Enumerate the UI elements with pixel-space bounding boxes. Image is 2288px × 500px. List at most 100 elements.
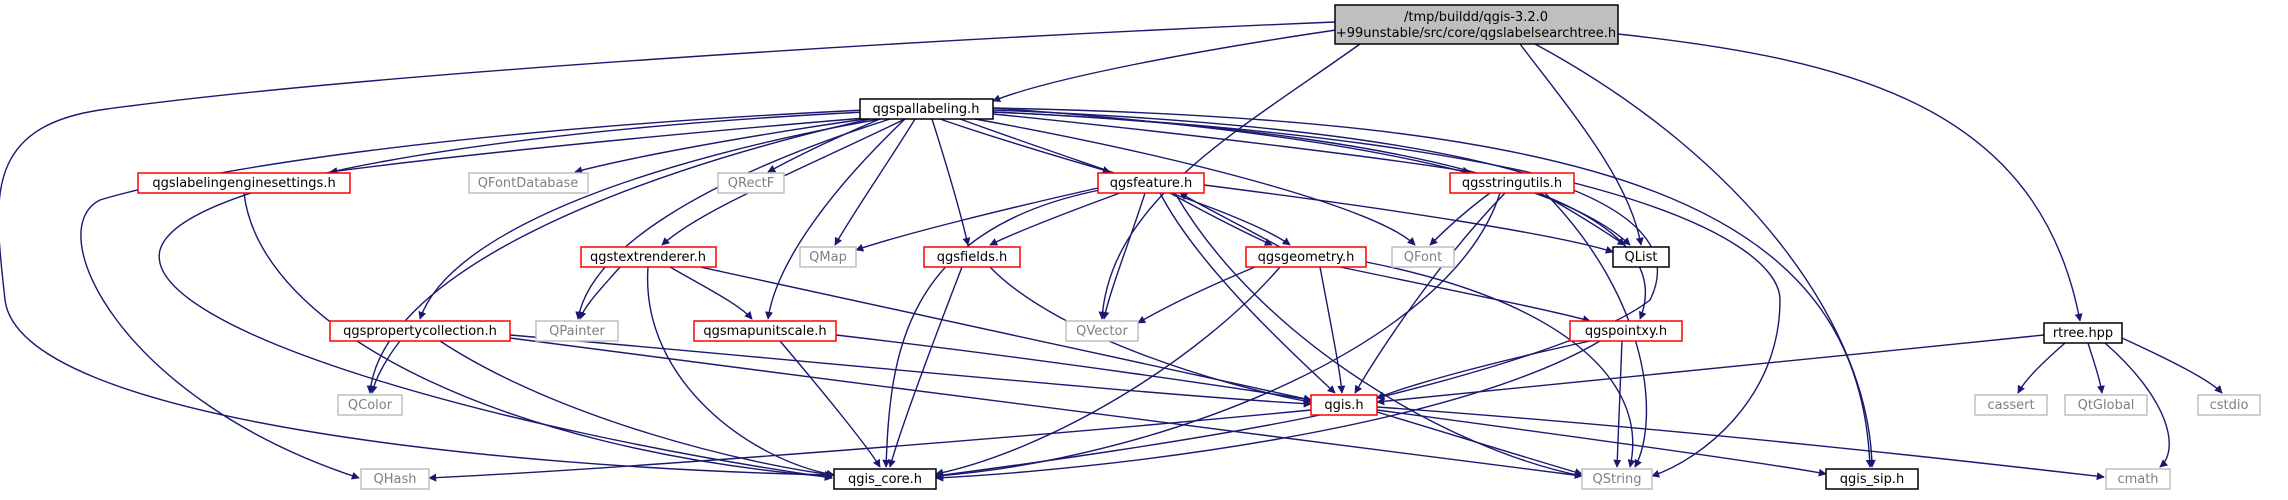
- node-qgspointxy[interactable]: qgspointxy.h: [1569, 320, 1683, 342]
- node-label: QRectF: [728, 176, 774, 191]
- edge-qgsfeature-to-qvector: [1101, 192, 1146, 320]
- edge-pal-to-qhash: [80, 109, 866, 480]
- edge-pal-to-qstring: [992, 111, 1781, 478]
- node-qstring[interactable]: QString: [1581, 468, 1653, 490]
- root-label-line1: /tmp/buildd/qgis-3.2.0: [1404, 10, 1548, 25]
- node-label: qgspallabeling.h: [872, 102, 979, 117]
- node-cmath[interactable]: cmath: [2105, 468, 2171, 490]
- node-rtree[interactable]: rtree.hpp: [2043, 322, 2123, 344]
- edge-qgstextrenderer-to-qgsmapunitscale: [669, 266, 753, 320]
- node-qgsfields[interactable]: qgsfields.h: [923, 246, 1021, 268]
- node-qgis-core[interactable]: qgis_core.h: [833, 468, 937, 490]
- node-qgis-h[interactable]: qgis.h: [1310, 394, 1378, 416]
- edge-qgis-h-to-qgis-sip: [1376, 409, 1827, 477]
- node-qgis-sip[interactable]: qgis_sip.h: [1825, 468, 1919, 490]
- edge-pal-to-qgis-sip: [992, 107, 1874, 468]
- edge-qgspropertycollection-to-qgis-h: [509, 334, 1312, 408]
- edge-qgsstringutils-to-qgis-h: [1354, 192, 1506, 394]
- node-label: qgsgeometry.h: [1258, 250, 1355, 265]
- node-qfont[interactable]: QFont: [1391, 246, 1455, 268]
- node-label: QHash: [374, 472, 417, 487]
- edge-qgsmapunitscale-to-qgis-h: [835, 334, 1312, 403]
- edge-pal-to-qgsmapunitscale: [765, 118, 906, 320]
- node-label: QFontDatabase: [478, 176, 579, 191]
- edge-pal-to-qgslabelingenginesettings: [329, 117, 866, 176]
- node-label: QPainter: [549, 324, 605, 339]
- edge-qgstextrenderer-to-qgis-core: [646, 266, 835, 478]
- edge-qgis-h-to-qgis-core: [935, 414, 1321, 480]
- edge-rtree-to-cstdio: [2121, 337, 2223, 394]
- node-label: QtGlobal: [2078, 398, 2135, 413]
- node-qmap[interactable]: QMap: [799, 246, 857, 268]
- node-cstdio[interactable]: cstdio: [2197, 394, 2261, 416]
- edge-qgsstringutils-to-qfont: [1429, 192, 1491, 246]
- node-label: qgis_sip.h: [1840, 472, 1904, 487]
- edge-qgslabelingenginesettings-to-qgis-core: [243, 192, 833, 481]
- edge-qgsfeature-to-qgsgeometry: [1169, 192, 1273, 246]
- node-qgspallabeling[interactable]: qgspallabeling.h: [859, 98, 994, 120]
- edge-qgspointxy-to-qgis-core: [935, 340, 1601, 482]
- edge-qgsgeometry-to-qgis-h: [1319, 266, 1346, 394]
- node-qhash[interactable]: QHash: [360, 468, 430, 490]
- node-qgsfeature[interactable]: qgsfeature.h: [1097, 172, 1205, 194]
- edge-pal-to-qcolor: [366, 118, 871, 394]
- edge-qgsfeature-to-qgis-h: [1159, 192, 1336, 394]
- node-label: QFont: [1404, 250, 1443, 265]
- node-label: cstdio: [2210, 398, 2249, 413]
- edge-qgsfeature-to-qgis-core: [882, 189, 1101, 468]
- edge-qgsfeature-to-qstring: [1174, 192, 1583, 479]
- node-label: qgis_core.h: [848, 472, 922, 487]
- edge-qgsstringutils-to-qstring: [1544, 192, 1648, 468]
- node-qfontdatabase[interactable]: QFontDatabase: [468, 172, 589, 194]
- edge-pal-to-qpainter: [575, 118, 891, 320]
- edge-qgsgeometry-to-qgsfeature: [1179, 192, 1281, 248]
- edge-root-to-qvector: [1098, 43, 1361, 320]
- edge-qgsgeometry-to-qgspointxy: [1339, 266, 1591, 323]
- edge-root-to-qlist: [1519, 43, 1644, 246]
- edge-qgis-h-to-cmath: [1376, 406, 2105, 481]
- edge-pal-to-qgis-core: [158, 111, 866, 481]
- edge-qgsmapunitscale-to-qgis-core: [779, 340, 881, 468]
- nodes: /tmp/buildd/qgis-3.2.0 +99unstable/src/c…: [137, 4, 2261, 490]
- node-label: cmath: [2117, 472, 2158, 487]
- node-qgsmapunitscale[interactable]: qgsmapunitscale.h: [693, 320, 837, 342]
- edge-pal-to-qfont: [974, 118, 1416, 246]
- node-qpainter[interactable]: QPainter: [535, 320, 619, 342]
- node-qvector[interactable]: QVector: [1065, 320, 1139, 342]
- edge-pal-to-qrectf: [767, 118, 881, 173]
- node-label: qgsstringutils.h: [1462, 176, 1562, 191]
- node-qgsstringutils[interactable]: qgsstringutils.h: [1449, 172, 1575, 194]
- node-label: QVector: [1076, 324, 1128, 339]
- node-qtglobal[interactable]: QtGlobal: [2064, 394, 2148, 416]
- edge-qgsfeature-to-qgsfields: [989, 192, 1121, 246]
- edge-qgsgeometry-to-qstring: [1365, 261, 1636, 468]
- edge-qgspointxy-to-qgis-h: [1376, 340, 1591, 400]
- node-label: QMap: [809, 250, 847, 265]
- edge-pal-to-qgsfields: [931, 118, 971, 246]
- edge-pal-to-qmap: [834, 118, 916, 246]
- root-label-line2: +99unstable/src/core/qgslabelsearchtree.…: [1336, 26, 1616, 41]
- node-label: rtree.hpp: [2053, 326, 2113, 341]
- edges: [0, 21, 2223, 482]
- node-qgsgeometry[interactable]: qgsgeometry.h: [1245, 246, 1367, 268]
- node-cassert[interactable]: cassert: [1974, 394, 2048, 416]
- edge-pal-to-qgsstringutils: [992, 113, 1471, 175]
- edge-rtree-to-cassert: [2017, 342, 2066, 394]
- node-label: qgsfeature.h: [1110, 176, 1193, 191]
- edge-qgsgeometry-to-qgis-core: [935, 266, 1281, 477]
- node-label: QColor: [348, 398, 393, 413]
- edge-rtree-to-cmath: [2104, 342, 2170, 468]
- node-qgstextrenderer[interactable]: qgstextrenderer.h: [580, 246, 717, 268]
- node-label: qgspropertycollection.h: [343, 324, 497, 339]
- node-qgslabelingenginesettings[interactable]: qgslabelingenginesettings.h: [137, 172, 351, 194]
- node-qlist[interactable]: QList: [1612, 246, 1670, 268]
- node-qrectf[interactable]: QRectF: [717, 172, 785, 194]
- node-qcolor[interactable]: QColor: [337, 394, 403, 416]
- node-label: qgstextrenderer.h: [590, 250, 706, 265]
- edge-qgsfeature-to-qlist: [1203, 184, 1614, 254]
- edge-qgspropertycollection-to-qcolor: [369, 340, 401, 394]
- node-label: cassert: [1987, 398, 2034, 413]
- root-node[interactable]: /tmp/buildd/qgis-3.2.0 +99unstable/src/c…: [1334, 4, 1619, 45]
- node-qgspropertycollection[interactable]: qgspropertycollection.h: [329, 320, 511, 342]
